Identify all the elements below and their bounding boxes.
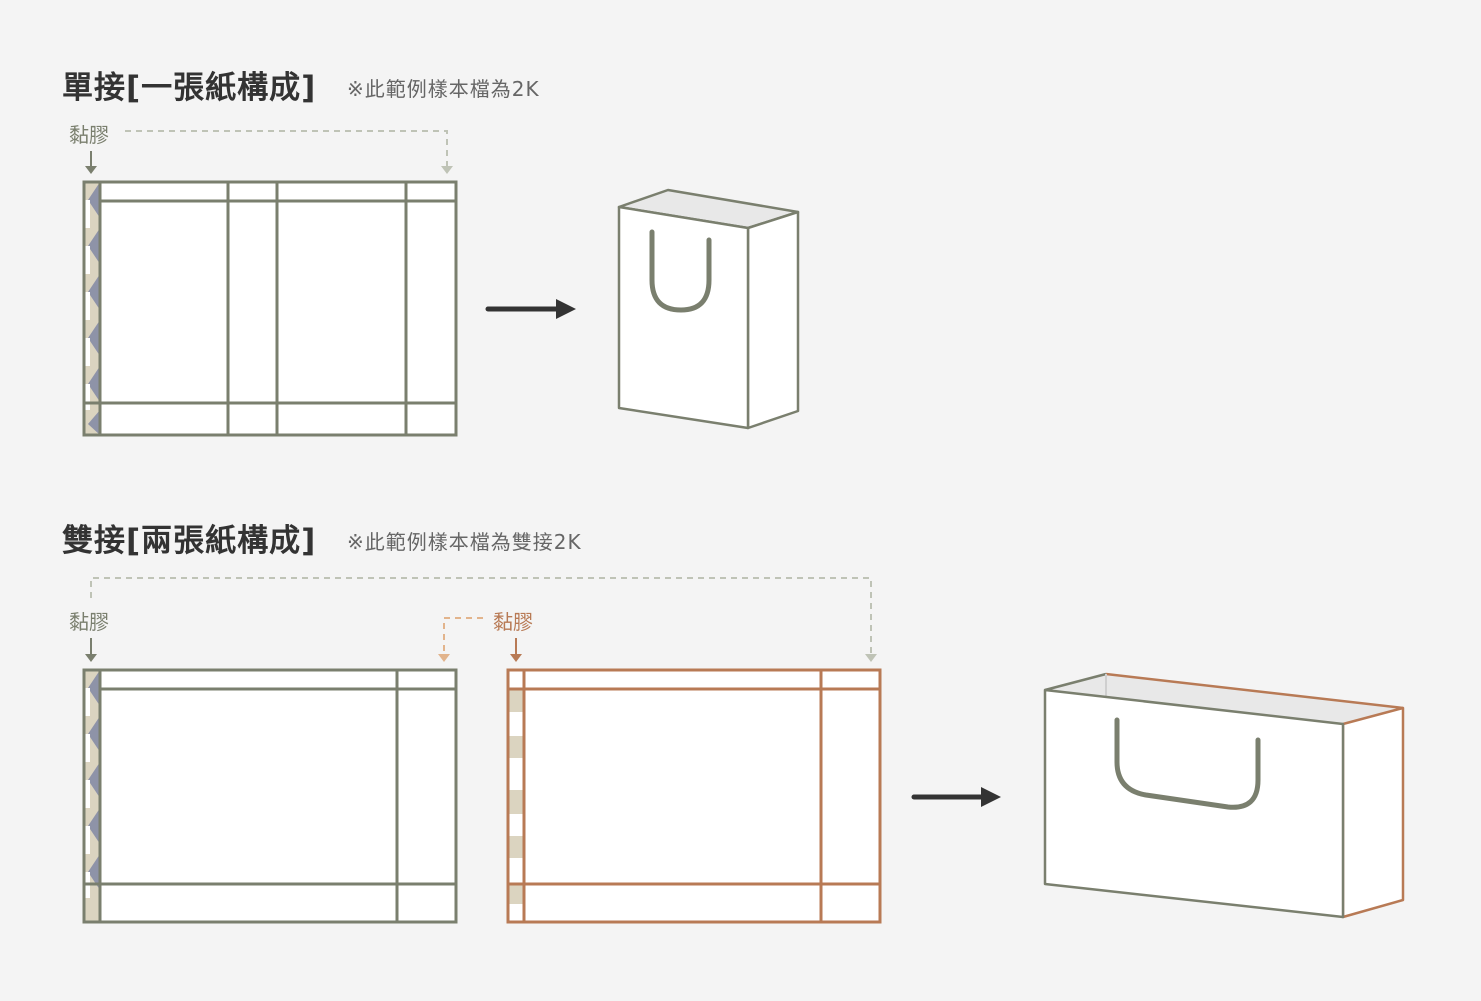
double-flat-panel-left — [82, 668, 458, 924]
double-glue-strip-left — [84, 670, 100, 922]
single-section-note: ※此範例樣本檔為2K — [347, 77, 540, 101]
double-glue-label-right: 黏膠 — [493, 610, 533, 634]
single-bag — [617, 188, 800, 430]
double-glue-indicator — [85, 577, 877, 662]
double-bag — [1043, 672, 1405, 919]
single-glue-label: 黏膠 — [69, 123, 109, 147]
single-flat-layout — [82, 180, 458, 437]
double-section-title: 雙接[兩張紙構成] — [62, 523, 317, 559]
single-section-title: 單接[一張紙構成] — [62, 70, 317, 106]
double-glue-strip-right — [508, 690, 524, 904]
single-glue-strip — [84, 182, 100, 435]
double-glue-label-left: 黏膠 — [69, 610, 109, 634]
single-glue-indicator — [85, 130, 453, 174]
double-section-note: ※此範例樣本檔為雙接2K — [347, 530, 582, 554]
double-flat-panel-right — [506, 668, 882, 924]
